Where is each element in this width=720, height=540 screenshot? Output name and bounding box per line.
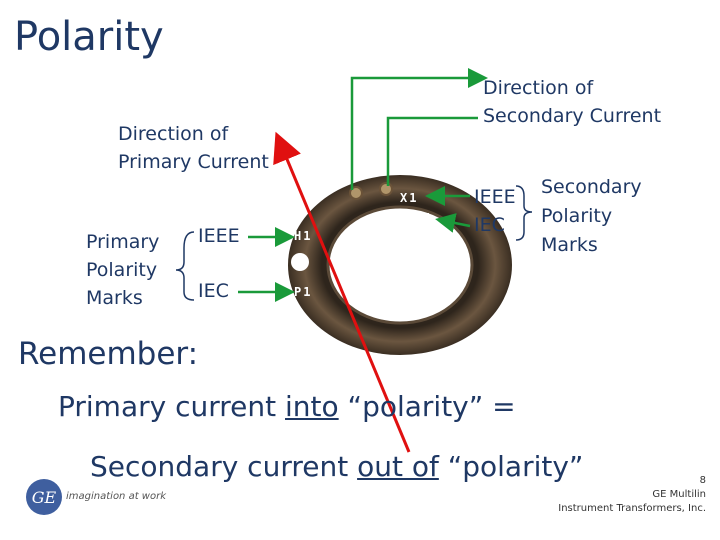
secondary-polarity-marks-label: Secondary Polarity Marks xyxy=(541,173,642,260)
primary-marks-line3: Marks xyxy=(86,287,143,309)
primary-polarity-marks-label: Primary Polarity Marks xyxy=(86,228,159,312)
polarity-dot xyxy=(291,253,309,271)
secondary-direction-line2: Secondary Current xyxy=(483,105,662,127)
rule2-post: “polarity” xyxy=(438,450,584,483)
remember-heading: Remember: xyxy=(18,336,199,372)
primary-direction-line2: Primary Current xyxy=(118,151,269,173)
secondary-ieee-label: IEEE xyxy=(474,186,516,208)
primary-direction-label: Direction of Primary Current xyxy=(118,120,269,176)
terminal-mark-x1: X1 xyxy=(400,191,419,205)
rule2-pre: Secondary current xyxy=(90,450,358,483)
svg-text:GE: GE xyxy=(32,488,57,507)
secondary-current-arrow-outer xyxy=(350,68,488,190)
rule-line-1: Primary current into “polarity” = xyxy=(58,390,516,423)
terminal-mark-p1: P1 xyxy=(294,285,313,299)
iec-s1-arrow xyxy=(435,213,471,233)
rule1-pre: Primary current xyxy=(58,390,286,423)
footer-line1: GE Multilin xyxy=(652,489,706,500)
rule-line-2: Secondary current out of “polarity” xyxy=(90,450,583,483)
terminal-mark-h1: H1 xyxy=(294,229,313,243)
secondary-direction-line1: Direction of xyxy=(483,77,594,99)
primary-marks-brace xyxy=(175,231,195,301)
secondary-current-arrow-inner xyxy=(386,116,478,186)
rule2-emphasis: out of xyxy=(357,450,439,483)
page-title: Polarity xyxy=(14,14,164,60)
primary-marks-line2: Polarity xyxy=(86,259,158,281)
ge-logo: GE xyxy=(26,479,62,515)
terminal-mark-s1: S1 xyxy=(415,211,434,225)
footer: 8 GE Multilin Instrument Transformers, I… xyxy=(558,474,706,516)
page-number: 8 xyxy=(699,475,706,486)
secondary-marks-brace xyxy=(515,185,533,241)
secondary-marks-line2: Polarity xyxy=(541,205,613,227)
primary-iec-label: IEC xyxy=(198,280,229,302)
secondary-direction-label: Direction of Secondary Current xyxy=(483,74,661,130)
rule1-emphasis: into xyxy=(285,390,339,423)
primary-direction-line1: Direction of xyxy=(118,123,229,145)
secondary-iec-label: IEC xyxy=(474,214,505,236)
ge-tagline: imagination at work xyxy=(66,491,166,502)
primary-marks-line1: Primary xyxy=(86,231,160,253)
rule1-post: “polarity” = xyxy=(338,390,516,423)
secondary-marks-line1: Secondary xyxy=(541,176,642,198)
primary-current-arrow xyxy=(273,131,411,453)
primary-ieee-label: IEEE xyxy=(198,225,240,247)
secondary-marks-line3: Marks xyxy=(541,234,598,256)
footer-line2: Instrument Transformers, Inc. xyxy=(558,503,706,514)
